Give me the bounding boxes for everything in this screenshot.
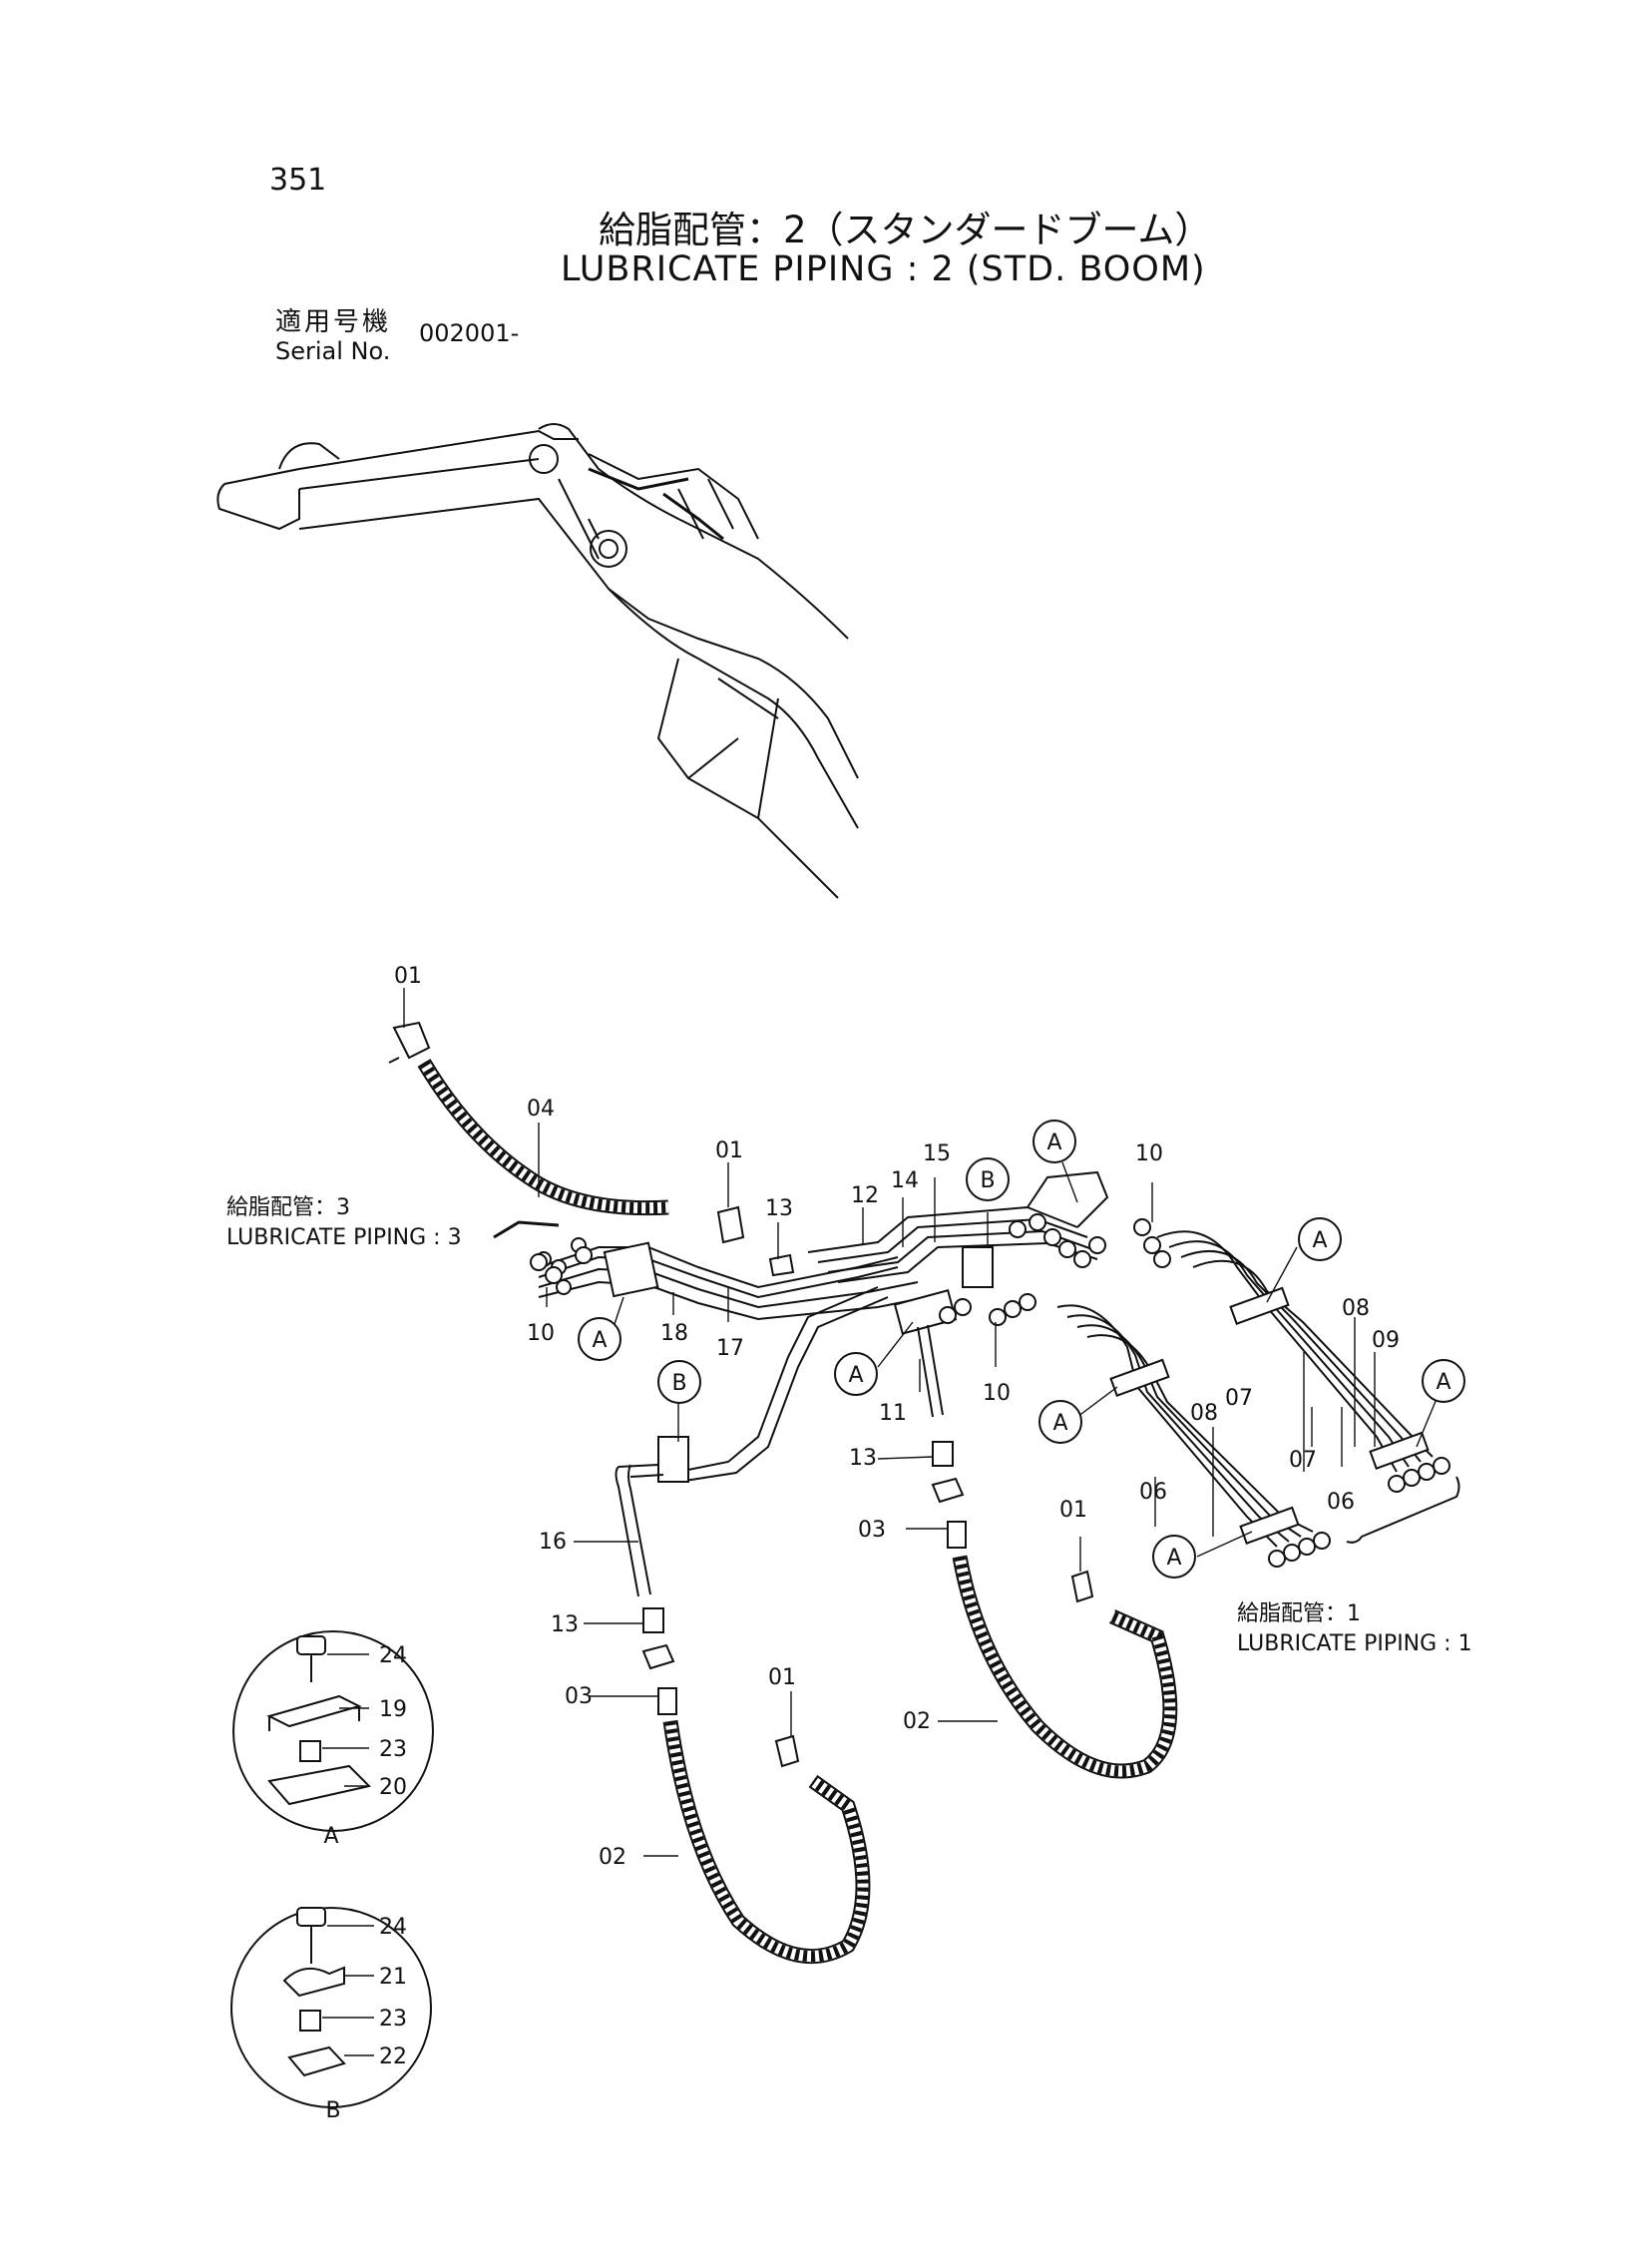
callout-02: 02	[903, 1709, 931, 1734]
detail-b-part-22: 22	[379, 2044, 407, 2069]
callout-15: 15	[923, 1141, 951, 1166]
marker-a-label: A	[1312, 1228, 1327, 1253]
section-ref-piping-1: 給脂配管：1 LUBRICATE PIPING : 1	[1237, 1599, 1472, 1659]
marker-circle-b	[966, 1157, 1010, 1201]
callout-13: 13	[849, 1446, 877, 1471]
detail-b-part-24: 24	[379, 1915, 407, 1940]
callout-01: 01	[715, 1138, 743, 1163]
callout-10: 10	[1135, 1141, 1163, 1166]
marker-circle-a	[1422, 1359, 1465, 1403]
marker-circle-a	[578, 1317, 621, 1361]
section-ref-piping-3-jp: 給脂配管：3	[226, 1195, 350, 1220]
callout-13: 13	[765, 1196, 793, 1221]
marker-a-label: A	[1046, 1131, 1061, 1155]
marker-circle-a	[1038, 1400, 1082, 1444]
callout-01: 01	[394, 964, 422, 989]
callout-13: 13	[551, 1612, 579, 1637]
callout-03: 03	[565, 1684, 593, 1709]
callout-06: 06	[1327, 1490, 1355, 1515]
marker-circle-a	[1032, 1120, 1076, 1163]
serial-label-english: Serial No.	[275, 337, 391, 365]
callout-11: 11	[879, 1401, 907, 1426]
section-ref-piping-3-en: LUBRICATE PIPING : 3	[226, 1225, 462, 1250]
detail-b-part-21: 21	[379, 1965, 407, 1990]
title-japanese: 給脂配管：2（スタンダードブーム）	[599, 209, 1212, 251]
detail-a-part-23: 23	[379, 1737, 407, 1762]
callout-01: 01	[768, 1665, 796, 1690]
callout-01: 01	[1059, 1498, 1087, 1523]
callout-09: 09	[1372, 1328, 1400, 1353]
callout-10: 10	[983, 1381, 1011, 1406]
callout-04: 04	[527, 1097, 555, 1122]
piping-assembly	[388, 988, 1460, 1965]
serial-number-value: 002001-	[419, 319, 520, 347]
detail-a-label: A	[323, 1824, 338, 1849]
boom-overview	[216, 423, 859, 899]
marker-circle-a	[1152, 1535, 1196, 1579]
callout-numbers: 01 04 01 13 12 14 15 10 10 18 17 11 10 1…	[394, 964, 1400, 1870]
marker-a-label: A	[1052, 1411, 1067, 1436]
circle-markers: A A A A A A A B B	[578, 1120, 1465, 1579]
callout-17: 17	[716, 1336, 744, 1361]
title-english: LUBRICATE PIPING : 2 (STD. BOOM)	[561, 249, 1206, 289]
marker-b-label: B	[671, 1371, 686, 1396]
callout-12: 12	[851, 1183, 879, 1208]
callout-08: 08	[1342, 1296, 1370, 1321]
callout-06: 06	[1139, 1480, 1167, 1505]
section-ref-piping-3: 給脂配管：3 LUBRICATE PIPING : 3	[226, 1193, 462, 1253]
detail-b-label: B	[325, 2098, 340, 2123]
page-number: 351	[269, 163, 327, 198]
callout-10: 10	[527, 1321, 555, 1346]
callout-07: 07	[1225, 1386, 1253, 1411]
detail-a-part-24: 24	[379, 1643, 407, 1668]
marker-b-label: B	[980, 1168, 995, 1193]
marker-circle-b	[657, 1360, 701, 1404]
marker-circle-a	[1298, 1217, 1342, 1261]
detail-b-part-23: 23	[379, 2007, 407, 2032]
section-ref-piping-1-jp: 給脂配管：1	[1237, 1601, 1361, 1626]
detail-a-part-20: 20	[379, 1775, 407, 1800]
detail-a: 24 19 23 20 A	[232, 1630, 434, 1849]
marker-a-label: A	[1436, 1370, 1450, 1395]
detail-b: 24 21 23 22 B	[230, 1907, 432, 2123]
callout-07: 07	[1289, 1448, 1317, 1473]
callout-08: 08	[1190, 1401, 1218, 1426]
marker-a-label: A	[1166, 1546, 1181, 1571]
marker-a-label: A	[848, 1363, 863, 1388]
callout-03: 03	[858, 1518, 886, 1543]
callout-16: 16	[539, 1530, 567, 1555]
callout-14: 14	[891, 1168, 919, 1193]
marker-a-label: A	[592, 1328, 607, 1353]
marker-circle-a	[834, 1352, 878, 1396]
section-ref-piping-1-en: LUBRICATE PIPING : 1	[1237, 1631, 1472, 1656]
serial-label-japanese: 適用号機	[275, 307, 392, 337]
callout-18: 18	[660, 1321, 688, 1346]
detail-a-part-19: 19	[379, 1697, 407, 1722]
callout-02: 02	[599, 1845, 626, 1870]
